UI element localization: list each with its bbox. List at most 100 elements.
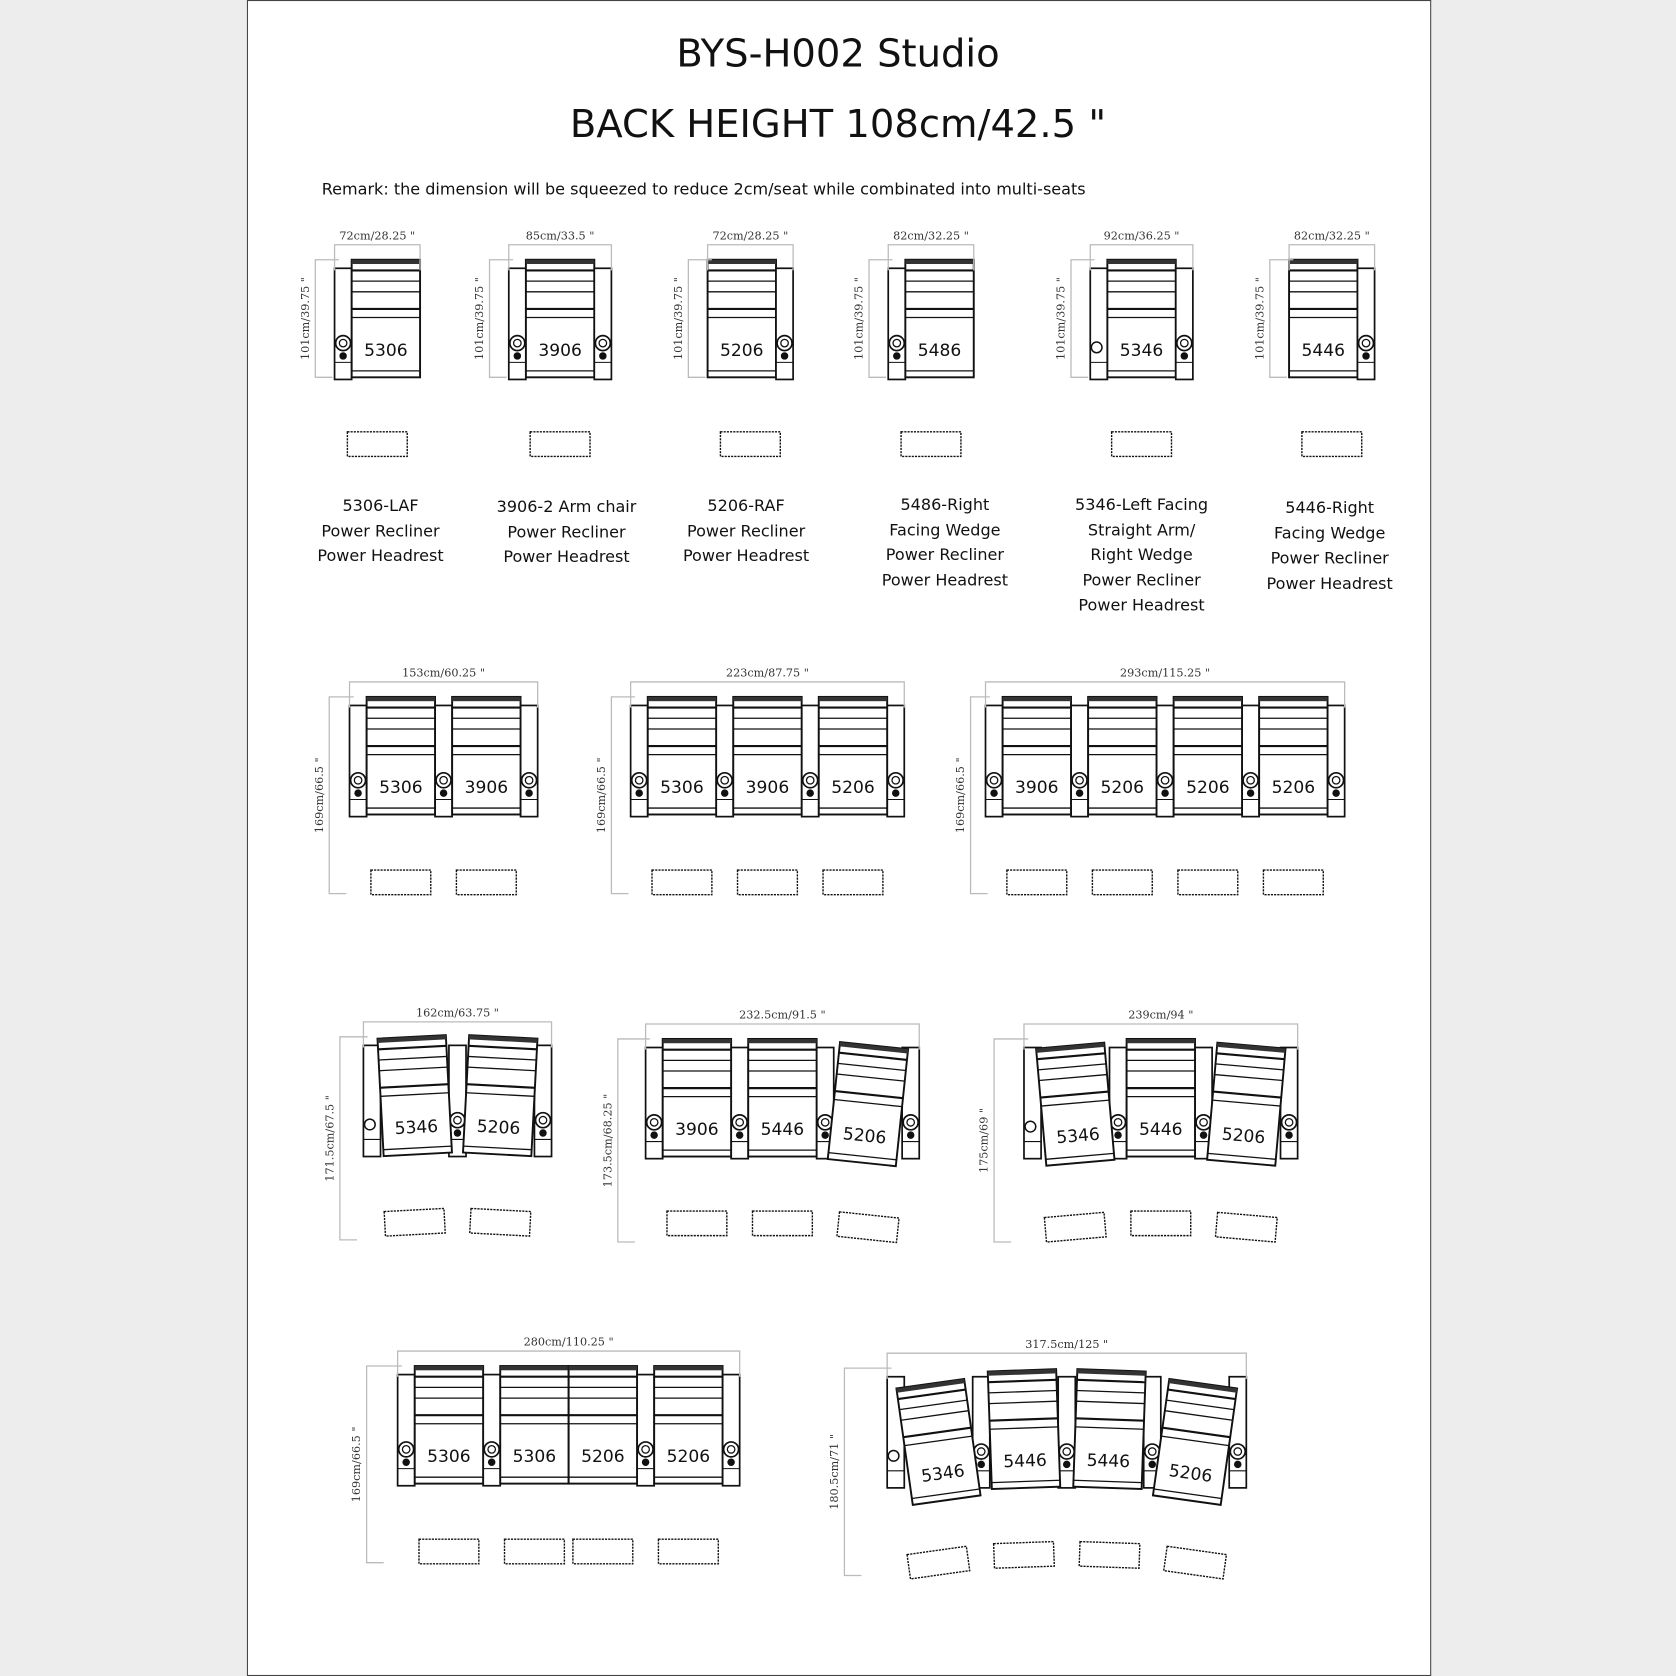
seat-code: 5206 bbox=[1101, 778, 1145, 798]
description-line: Power Recliner bbox=[885, 545, 1004, 565]
description-line: Power Recliner bbox=[1082, 570, 1201, 590]
power-button-icon bbox=[1109, 1113, 1127, 1131]
depth-dimension-line bbox=[365, 1365, 402, 1564]
footrest bbox=[906, 1545, 971, 1580]
cushion-line bbox=[1075, 1417, 1145, 1422]
depth-dimension-line bbox=[314, 259, 339, 378]
cushion-line bbox=[1207, 1152, 1276, 1160]
headrest bbox=[707, 259, 777, 265]
seat-code: 5206 bbox=[667, 1447, 711, 1467]
footrest bbox=[1214, 1211, 1278, 1243]
usb-port-icon bbox=[641, 1458, 650, 1466]
width-dimension-label: 317.5cm/125 " bbox=[1025, 1338, 1108, 1351]
depth-dimension-label: 169cm/66.5 " bbox=[954, 757, 967, 833]
seat-code: 5446 bbox=[1302, 341, 1346, 361]
usb-port-icon bbox=[453, 1129, 462, 1137]
power-button-ring bbox=[1160, 775, 1170, 785]
seating-configuration: 5306 3906 bbox=[348, 695, 539, 818]
footrest bbox=[1006, 869, 1068, 896]
depth-dimension-label: 171.5cm/67.5 " bbox=[323, 1095, 336, 1182]
width-dimension-label: 239cm/94 " bbox=[1128, 1009, 1193, 1022]
usb-port-icon bbox=[990, 789, 998, 797]
cushion-line bbox=[466, 1092, 535, 1097]
footrest bbox=[1110, 431, 1173, 458]
seat-outline bbox=[350, 258, 422, 379]
depth-dimension-line bbox=[610, 696, 635, 895]
headrest bbox=[1168, 1378, 1238, 1393]
footrest bbox=[1091, 869, 1153, 896]
headrest bbox=[377, 1035, 447, 1043]
depth-dimension-label: 169cm/66.5 " bbox=[350, 1426, 363, 1502]
cushion-line bbox=[1038, 1073, 1108, 1082]
usb-port-icon bbox=[1332, 789, 1340, 797]
seat: 5306 bbox=[646, 695, 718, 816]
seat-outline bbox=[1087, 695, 1158, 816]
seat-code: 5306 bbox=[427, 1447, 471, 1467]
seat-code: 5446 bbox=[761, 1120, 805, 1140]
seat-outline bbox=[1206, 1041, 1287, 1167]
seat-outline bbox=[1172, 695, 1244, 816]
armrest bbox=[593, 267, 613, 381]
cushion-line bbox=[466, 1083, 535, 1089]
description-line: 5346-Left Facing bbox=[1075, 494, 1209, 515]
power-button-ring bbox=[891, 775, 901, 785]
usb-port-icon bbox=[1199, 1131, 1208, 1139]
power-button-ring bbox=[735, 1117, 745, 1127]
description-line: Power Recliner bbox=[321, 521, 440, 541]
footrest bbox=[1177, 869, 1239, 896]
depth-dimension-line bbox=[328, 696, 354, 895]
footrest bbox=[992, 1540, 1056, 1569]
power-button-ring bbox=[634, 775, 644, 785]
seat: 5306 bbox=[365, 695, 436, 816]
footrest bbox=[1130, 1210, 1192, 1237]
button-icon bbox=[1090, 341, 1103, 354]
seat-code: 3906 bbox=[465, 778, 509, 798]
power-button-ring bbox=[892, 338, 902, 348]
seat: 5446 bbox=[747, 1037, 818, 1158]
footrest bbox=[651, 869, 713, 896]
single-unit: 5446 bbox=[1288, 258, 1376, 381]
headrest bbox=[662, 1038, 732, 1044]
seat-outline bbox=[1001, 695, 1072, 816]
power-button-ring bbox=[820, 1117, 830, 1127]
cushion-line bbox=[1214, 1073, 1283, 1082]
description-line: 5446-Right bbox=[1285, 498, 1375, 518]
cushion-line bbox=[911, 1488, 980, 1500]
footrest bbox=[503, 1538, 566, 1565]
power-button-icon bbox=[1280, 1113, 1298, 1131]
width-dimension-line bbox=[333, 244, 421, 271]
power-button-ring bbox=[1179, 338, 1189, 348]
cushion-line bbox=[1161, 1435, 1230, 1447]
seat: 5446 bbox=[1288, 258, 1359, 379]
cushion-line bbox=[1076, 1389, 1146, 1394]
footrest bbox=[418, 1538, 480, 1565]
seat: 3906 bbox=[732, 695, 803, 816]
width-dimension-line bbox=[886, 1352, 1247, 1379]
single-unit: 5206 bbox=[706, 258, 794, 381]
width-dimension-label: 85cm/33.5 " bbox=[526, 229, 595, 242]
width-dimension-label: 223cm/87.75 " bbox=[726, 667, 809, 680]
seat: 5446 bbox=[986, 1368, 1062, 1491]
seat-code: 5446 bbox=[1003, 1451, 1047, 1473]
seat-code: 5306 bbox=[513, 1447, 557, 1467]
power-button-ring bbox=[338, 338, 348, 348]
single-unit: 5486 bbox=[887, 258, 975, 381]
power-button-ring bbox=[641, 1445, 650, 1454]
cushion-line bbox=[463, 1145, 532, 1151]
cushion-line bbox=[380, 1092, 449, 1097]
headrest bbox=[500, 1366, 569, 1371]
seat-outline bbox=[661, 1037, 733, 1158]
usb-port-icon bbox=[727, 1458, 735, 1466]
usb-port-icon bbox=[635, 789, 643, 797]
usb-port-icon bbox=[1075, 789, 1084, 797]
depth-dimension-line bbox=[339, 1036, 368, 1241]
depth-dimension-label: 101cm/39.75 " bbox=[1055, 277, 1068, 360]
seat: 5206 bbox=[1258, 695, 1329, 816]
power-button-ring bbox=[598, 338, 608, 348]
seat-code: 5346 bbox=[394, 1117, 439, 1139]
usb-port-icon bbox=[1362, 352, 1370, 360]
